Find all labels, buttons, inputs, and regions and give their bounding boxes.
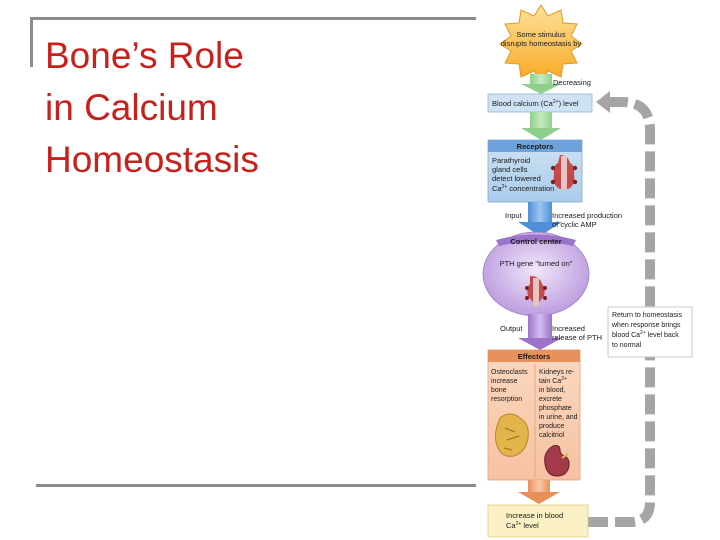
- receptor-ca: Ca: [492, 184, 502, 193]
- svg-text:Blood calcium (Ca2+) level: Blood calcium (Ca2+) level: [492, 99, 579, 108]
- result-ca: Ca: [506, 521, 516, 530]
- output-note-1: Increased: [552, 324, 585, 333]
- kidneys-superscript: 2+: [561, 376, 567, 382]
- svg-text:tain Ca2+: tain Ca2+: [539, 376, 567, 385]
- blood-calcium-text: Blood calcium (Ca: [492, 99, 554, 108]
- osteoclasts-text-2: increase: [491, 378, 518, 385]
- slide-frame-top: [30, 17, 476, 20]
- receptor-concentration: concentration: [509, 184, 554, 193]
- parathyroid-illustration: [550, 155, 578, 190]
- output-note-2: release of PTH: [552, 333, 602, 342]
- bone-icon: [494, 413, 529, 457]
- result-box: Increase in blood Ca2+ level: [487, 504, 589, 538]
- receptor-text-2: gland cells: [492, 165, 528, 174]
- receptor-text-1: Parathyroid: [492, 156, 530, 165]
- receptor-ca-superscript: 2+: [502, 184, 508, 190]
- output-label: Output: [500, 324, 523, 333]
- control-center-header: Control center: [510, 237, 561, 246]
- input-arrow: Input Increased production of cyclic AMP: [505, 202, 622, 236]
- kidneys-text-6: in urine, and: [539, 414, 578, 421]
- kidneys-text-7: produce: [539, 423, 564, 430]
- feedback-loop-arrow: [588, 91, 655, 527]
- return-note-4: level back: [646, 332, 680, 339]
- control-center-oval: Control center PTH gene "turned on": [482, 231, 590, 317]
- output-arrow: Output Increased release of PTH: [500, 314, 602, 350]
- stimulus-text-1: Some stimulus: [516, 30, 565, 39]
- blood-calcium-suffix: ) level: [559, 99, 579, 108]
- stimulus-text-2: disrupts homeostasis by: [501, 39, 582, 48]
- kidneys-text-5: phosphate: [539, 405, 572, 412]
- osteoclasts-text-3: bone: [491, 387, 507, 394]
- return-note-3: blood Ca: [612, 332, 640, 339]
- osteoclasts-text-1: Osteoclasts: [491, 369, 528, 376]
- pth-gene-text: PTH gene "turned on": [500, 259, 573, 268]
- return-note-5: to normal: [612, 342, 642, 349]
- stimulus-starburst: Some stimulus disrupts homeostasis by: [499, 4, 583, 83]
- svg-text:Ca2+ level: Ca2+ level: [506, 521, 539, 530]
- slide-frame-bottom: [36, 484, 476, 487]
- result-level: level: [521, 521, 539, 530]
- receptor-text-3: detect lowered: [492, 174, 541, 183]
- osteoclasts-text-4: resorption: [491, 396, 522, 403]
- result-text-1: Increase in blood: [506, 511, 563, 520]
- level-to-receptor-arrow: [521, 112, 561, 140]
- input-note-2: of cyclic AMP: [552, 220, 597, 229]
- input-label: Input: [505, 211, 523, 220]
- receptors-box: Receptors Parathyroid gland cells detect…: [487, 139, 583, 203]
- decreasing-arrow: Decreasing: [521, 74, 591, 94]
- input-note-1: Increased production: [552, 211, 622, 220]
- parathyroid-gland-icon: [525, 276, 547, 306]
- homeostasis-diagram: Some stimulus disrupts homeostasis by De…: [482, 4, 693, 538]
- blood-calcium-superscript: 2+: [553, 99, 559, 105]
- slide-frame-left: [30, 17, 33, 67]
- decreasing-label: Decreasing: [553, 78, 591, 87]
- kidneys-text-8: calcitriol: [539, 432, 565, 439]
- svg-text:Ca2+concentration: Ca2+concentration: [492, 184, 554, 193]
- receptors-header: Receptors: [517, 142, 554, 151]
- return-to-homeostasis-note: Return to homeostasis when response brin…: [607, 306, 693, 358]
- return-note-superscript: 2+: [640, 330, 646, 336]
- slide-title: Bone’s Role in Calcium Homeostasis: [45, 35, 259, 180]
- result-superscript: 2+: [516, 521, 522, 527]
- effectors-header: Effectors: [518, 352, 551, 361]
- return-note-1: Return to homeostasis: [612, 312, 683, 319]
- kidneys-text-1: Kidneys re-: [539, 369, 575, 376]
- kidneys-text-2: tain Ca: [539, 378, 561, 385]
- effector-to-result-arrow: [518, 480, 560, 504]
- blood-calcium-level-box: Blood calcium (Ca2+) level: [487, 93, 593, 113]
- return-note-2: when response brings: [611, 322, 681, 329]
- kidney-icon: [544, 445, 570, 477]
- svg-text:blood Ca2+ level back: blood Ca2+ level back: [612, 330, 679, 339]
- kidneys-text-3: in blood,: [539, 387, 566, 394]
- kidneys-text-4: excrete: [539, 396, 562, 403]
- effectors-box: Effectors Osteoclasts increase bone reso…: [487, 349, 581, 481]
